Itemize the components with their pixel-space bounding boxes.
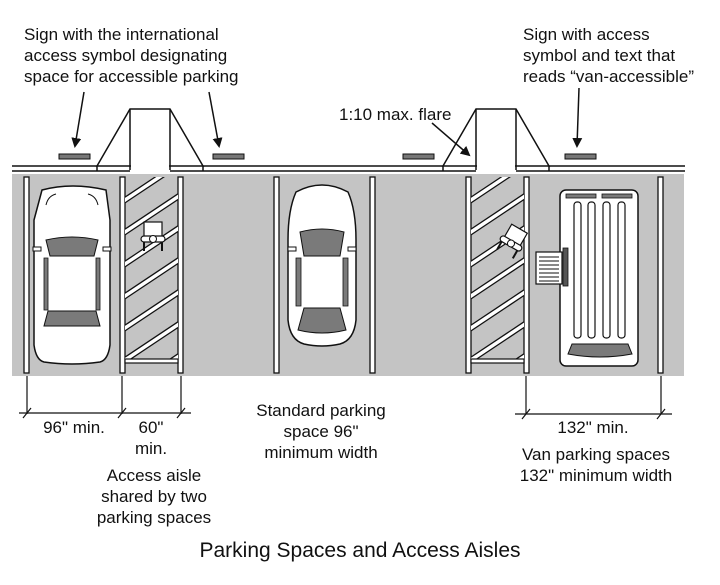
- description-standard-line-2: space 96": [283, 422, 359, 441]
- dimension-label-car: 96" min.: [43, 418, 105, 437]
- sign-middle: [212, 153, 245, 160]
- description-van-line-1: Van parking spaces: [521, 445, 671, 464]
- van-icon: [535, 189, 639, 367]
- dimension-left: [19, 376, 191, 419]
- dimension-label-van: 132" min.: [557, 418, 629, 437]
- car-left-icon: [32, 185, 112, 365]
- description-aisle-line-2: shared by two: [101, 487, 207, 506]
- callout-van-line-2: symbol and text that: [523, 46, 676, 65]
- callout-van-sign: Sign with access symbol and text that re…: [523, 24, 694, 87]
- callout-van-line-3: reads “van-accessible”: [523, 67, 695, 86]
- sign-left: [58, 153, 91, 160]
- stall-lines: [23, 176, 664, 374]
- arrow-middle-sign: [208, 91, 223, 148]
- description-standard-line-3: minimum width: [264, 443, 378, 462]
- callout-left-line-2: access symbol designating: [24, 46, 228, 65]
- van-ramp: [535, 251, 563, 285]
- dimension-aisle-line-2: min.: [134, 439, 168, 458]
- description-standard-line-1: Standard parking: [256, 401, 386, 420]
- arrow-left-sign: [71, 91, 85, 148]
- wheelchair-user-left-icon: [140, 221, 166, 251]
- sign-van: [564, 153, 597, 160]
- description-van: Van parking spaces 132" minimum width: [506, 444, 686, 486]
- callout-van-line-1: Sign with access: [523, 25, 650, 44]
- car-middle-icon: [287, 184, 357, 347]
- wheelchair-user-right-icon: [496, 223, 529, 259]
- curb-ramp-left: [95, 108, 205, 173]
- access-aisle-left: [124, 177, 179, 364]
- callout-left-line-1: Sign with the international: [24, 25, 219, 44]
- dimension-label-aisle: 60" min.: [126, 417, 176, 459]
- description-aisle-line-3: parking spaces: [96, 508, 212, 527]
- description-aisle-line-1: Access aisle: [106, 466, 202, 485]
- diagram-title: Parking Spaces and Access Aisles: [199, 539, 521, 562]
- sign-flare-left: [402, 153, 435, 160]
- callout-flare: 1:10 max. flare: [339, 105, 452, 124]
- arrow-van-sign: [572, 87, 583, 148]
- arrow-flare: [431, 122, 471, 157]
- description-aisle: Access aisle shared by two parking space…: [84, 465, 224, 528]
- description-van-line-2: 132" minimum width: [519, 466, 673, 485]
- callout-left-line-3: space for accessible parking: [24, 67, 239, 86]
- curb-ramp-right: [441, 108, 551, 173]
- callout-left-sign: Sign with the international access symbo…: [24, 24, 239, 87]
- dimension-van: [515, 376, 672, 420]
- dimension-aisle-line-1: 60": [138, 418, 164, 437]
- description-standard: Standard parking space 96" minimum width: [246, 400, 396, 463]
